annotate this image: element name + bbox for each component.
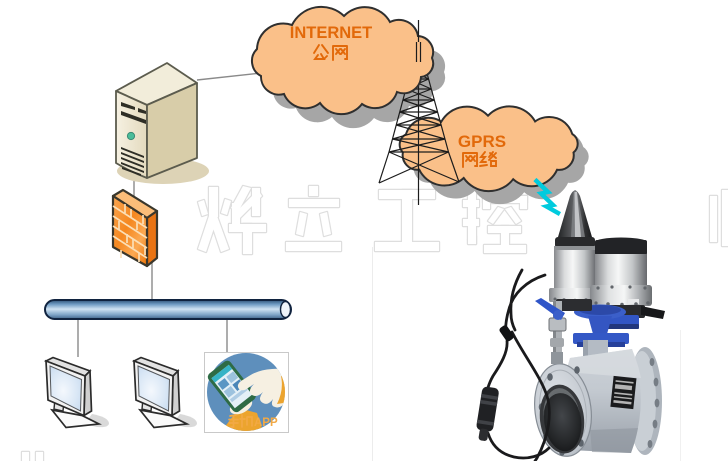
svg-text:APP: APP [254, 417, 278, 429]
svg-text:INTERNET: INTERNET [290, 24, 373, 42]
svg-text:GPRS: GPRS [458, 132, 506, 151]
